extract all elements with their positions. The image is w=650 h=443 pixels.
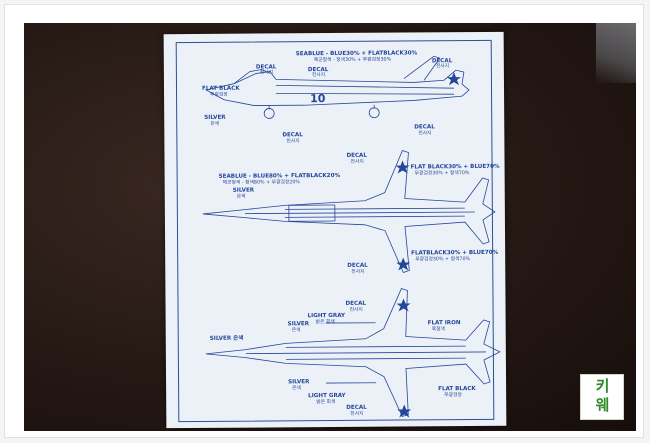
star-icon: [396, 298, 411, 312]
decal-sub: 전사지: [350, 306, 363, 313]
side-top-label: SEABLUE - BLUE30% + FLATBLACK30%: [296, 50, 418, 57]
side-view-aircraft: [204, 55, 470, 119]
silver-sub: 은색: [210, 120, 219, 127]
light-gray-label: LIGHT GRAY: [308, 393, 346, 399]
decal-label: DECAL: [347, 263, 368, 269]
watermark-line-2: 웨: [595, 396, 610, 414]
decal-label: DECAL: [346, 405, 367, 411]
star-icon: [446, 72, 461, 86]
decal-sub: 전사지: [260, 68, 273, 75]
aircraft-drawings: SEABLUE - BLUE30% + FLATBLACK30% 해군청색 - …: [202, 50, 501, 418]
star-icon: [397, 404, 412, 418]
flat-black-sub: 무광검정: [444, 391, 462, 398]
bottom-view-aircraft: [205, 288, 501, 418]
decal-sub: 전사지: [350, 410, 363, 417]
top-view-aircraft: [202, 150, 496, 274]
flat-iron-sub: 흑철색: [432, 325, 445, 332]
watermark-text: 키 웨: [581, 377, 623, 415]
side-number: 10: [310, 92, 326, 105]
flat-iron-label: FLAT IRON: [428, 320, 461, 326]
instruction-sheet: SEABLUE - BLUE30% + FLATBLACK30% 해군청색 - …: [163, 31, 507, 429]
flat-black-blue-sub: 무광검정30% + 청색70%: [415, 169, 470, 176]
grey-object: [596, 23, 636, 83]
decal-label: DECAL: [414, 124, 435, 130]
light-gray-sub: 밝은 회색: [316, 318, 335, 325]
silver-left-label: SILVER 은색: [210, 334, 244, 342]
photo: SEABLUE - BLUE30% + FLATBLACK30% 해군청색 - …: [24, 23, 636, 431]
decal-sub: 전사지: [350, 158, 363, 165]
decal-label: DECAL: [256, 64, 277, 70]
decal-sub: 전사지: [436, 62, 449, 69]
silver-sub: 은색: [237, 193, 246, 200]
side-top-sub: 해군청색 - 청색30% + 무광검정30%: [314, 56, 392, 64]
flat-black-label: FLAT BLACK: [438, 386, 476, 392]
flat-black-blue-label: FLAT BLACK30% + BLUE70%: [411, 164, 500, 171]
decal-label: DECAL: [282, 132, 303, 138]
flat-black-blue2-sub: 무광검정30% + 청색70%: [415, 255, 470, 262]
silver-label: SILVER: [233, 188, 255, 194]
silver-label: SILVER: [288, 379, 310, 385]
watermark-line-1: 키: [595, 377, 610, 395]
watermark-logo: 키 웨: [580, 374, 624, 420]
silver-label: SILVER: [288, 321, 310, 327]
decal-sub: 전사지: [286, 137, 299, 144]
silver-sub: 은색: [292, 384, 301, 391]
silver-label: SILVER: [204, 115, 226, 121]
star-icons: [395, 72, 461, 418]
silver-sub: 은색: [292, 326, 301, 333]
seablue-sub: 해군청색 - 청색80% + 무광검정20%: [223, 178, 301, 186]
flat-black-label: FLAT BLACK: [202, 86, 240, 92]
decal-sub: 전사지: [351, 268, 364, 275]
decal-label: DECAL: [346, 153, 367, 159]
decal-label: DECAL: [432, 58, 453, 64]
flat-black-blue2-label: FLATBLACK30% + BLUE70%: [411, 250, 498, 257]
star-icon: [395, 160, 410, 174]
light-gray-sub: 밝은 회색: [316, 398, 335, 405]
photo-frame: SEABLUE - BLUE30% + FLATBLACK30% 해군청색 - …: [4, 4, 644, 438]
light-gray-label: LIGHT GRAY: [308, 313, 346, 319]
star-icon: [396, 257, 411, 271]
flat-black-sub: 무광검정: [210, 91, 228, 98]
decal-sub: 전사지: [312, 71, 325, 78]
seablue-label: SEABLUE - BLUE80% + FLATBLACK20%: [219, 173, 341, 180]
decal-label: DECAL: [308, 67, 329, 73]
decal-sub: 전사지: [418, 129, 431, 136]
decal-label: DECAL: [345, 301, 366, 307]
